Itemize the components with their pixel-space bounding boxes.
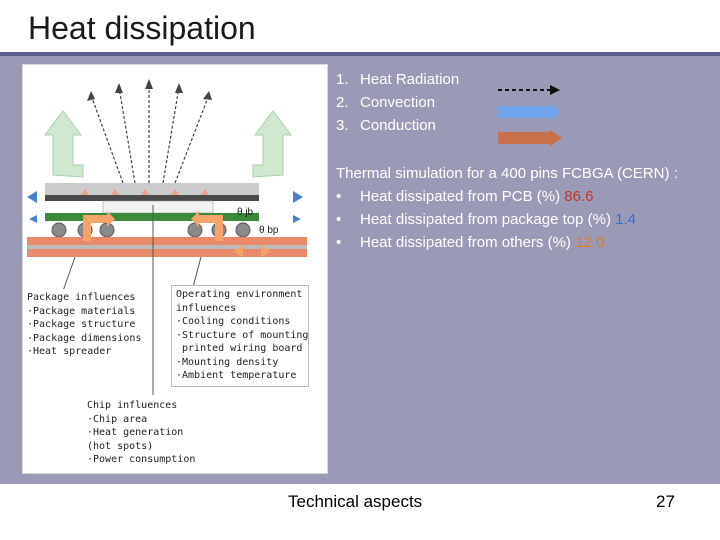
convection-arrows	[44, 110, 292, 178]
result-others-value: 12.0	[575, 234, 605, 251]
top-heat-arrows	[81, 189, 209, 195]
title-divider	[0, 52, 720, 56]
brown-arrow-icon	[498, 130, 562, 146]
side-convection-arrows	[27, 191, 303, 223]
result-pcb-value: 86.6	[564, 188, 594, 205]
legend-item-conduction: 3.Conduction	[336, 117, 436, 134]
heat-dissipation-figure: θ jb θ bp Package influences ·Package ma…	[22, 64, 328, 474]
result-package-top: •Heat dissipated from package top (%) 1.…	[336, 211, 636, 228]
conduction-arrows	[83, 211, 271, 257]
legend-icons	[498, 85, 562, 146]
theta-jb-label: θ jb	[237, 207, 254, 218]
radiation-arrowheads	[87, 79, 212, 101]
legend-item-radiation: 1.Heat Radiation	[336, 71, 460, 88]
result-pcb: •Heat dissipated from PCB (%) 86.6	[336, 188, 594, 205]
package-influences-box: Package influences ·Package materials ·P…	[23, 289, 151, 369]
legend-item-convection: 2.Convection	[336, 94, 436, 111]
slide-title: Heat dissipation	[28, 10, 256, 46]
heat-transfer-legend: 1.Heat Radiation 2.Convection 3.Conducti…	[336, 68, 459, 137]
simulation-results: Thermal simulation for a 400 pins FCBGA …	[336, 162, 678, 254]
radiation-arrows	[90, 83, 210, 184]
operating-environment-box: Operating environment influences ·Coolin…	[171, 285, 309, 387]
simulation-heading: Thermal simulation for a 400 pins FCBGA …	[336, 165, 678, 182]
blue-arrow-icon	[498, 104, 562, 120]
result-package-top-value: 1.4	[615, 211, 636, 228]
page-number: 27	[656, 492, 675, 511]
chip-influences-box: Chip influences ·Chip area ·Heat generat…	[83, 397, 197, 473]
package-diagram	[27, 79, 307, 395]
dashed-arrow-icon	[498, 85, 560, 95]
theta-bp-label: θ bp	[259, 225, 279, 236]
footer-label: Technical aspects	[288, 492, 423, 511]
result-others: •Heat dissipated from others (%) 12.0	[336, 234, 605, 251]
